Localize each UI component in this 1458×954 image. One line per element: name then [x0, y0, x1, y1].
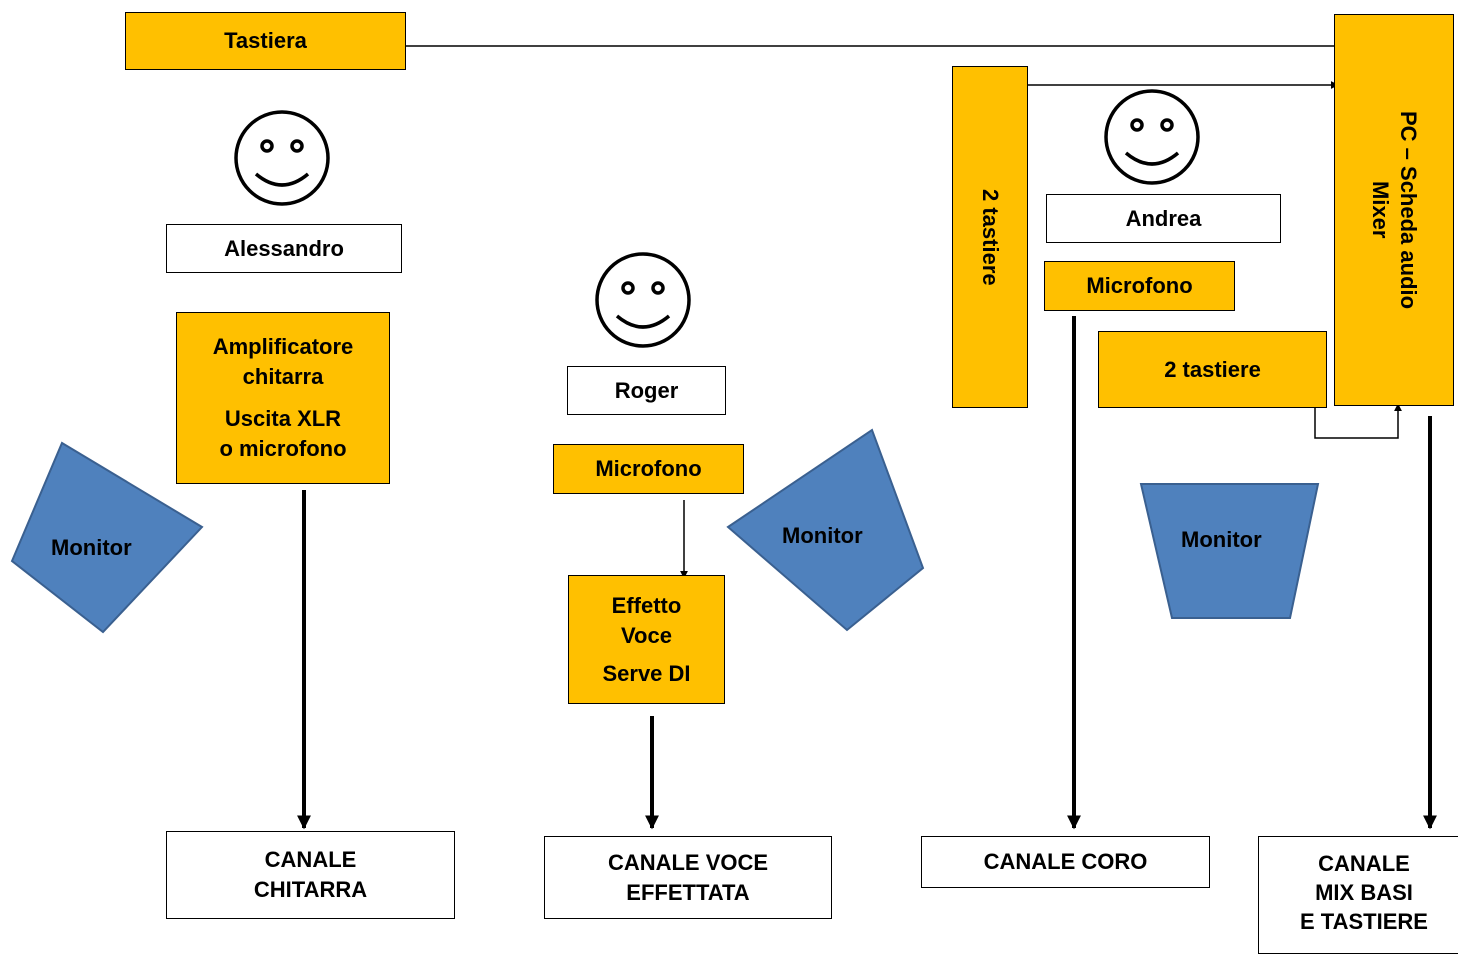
canale-coro-label: CANALE CORO — [983, 849, 1148, 874]
smiley-icon-roger — [595, 252, 691, 348]
microfono-andrea-label: Microfono — [1086, 273, 1193, 298]
monitor-left-shape — [10, 441, 204, 634]
canale-voce-line1: CANALE VOCE — [607, 849, 769, 875]
canale-voce-line2: EFFETTATA — [626, 879, 750, 905]
canale-coro-box: CANALE CORO — [921, 836, 1210, 888]
microfono-roger-label: Microfono — [595, 456, 702, 481]
microfono-roger-box: Microfono — [553, 444, 744, 494]
canale-chitarra-line2: CHITARRA — [253, 877, 368, 902]
due-tastiere-vertical-label: 2 tastiere — [978, 188, 1003, 286]
amp-line4: o microfono — [219, 436, 347, 461]
microfono-andrea-box: Microfono — [1044, 261, 1235, 311]
monitor-center-label: Monitor — [782, 523, 863, 548]
name-roger-label: Roger — [614, 377, 679, 403]
canale-mix-line2: MIX BASI — [1315, 880, 1413, 905]
amp-line1: Amplificatore — [212, 334, 354, 359]
arrow-2tastiere-to-pc-bottom — [1314, 403, 1402, 439]
canale-voce-box: CANALE VOCE EFFETTATA — [544, 836, 832, 919]
monitor-right-label: Monitor — [1181, 527, 1262, 552]
smiley-icon-alessandro — [234, 110, 330, 206]
pc-scheda-audio-box: PC – Scheda audio Mixer — [1334, 14, 1454, 406]
name-alessandro-label: Alessandro — [224, 235, 344, 261]
smiley-icon-andrea — [1104, 89, 1200, 185]
pc-label-line2: Mixer — [1368, 181, 1393, 239]
due-tastiere-label: 2 tastiere — [1164, 356, 1261, 382]
name-roger: Roger — [567, 366, 726, 415]
amplificatore-box: Amplificatore chitarra Uscita XLR o micr… — [176, 312, 390, 484]
canale-mix-line3: E TASTIERE — [1300, 909, 1428, 934]
canale-chitarra-box: CANALE CHITARRA — [166, 831, 455, 919]
name-andrea-label: Andrea — [1125, 205, 1202, 231]
canale-chitarra-line1: CANALE — [264, 847, 357, 872]
effetto-line2: Voce — [621, 622, 672, 648]
amp-line2: chitarra — [242, 364, 324, 389]
effetto-voce-box: Effetto Voce Serve DI — [568, 575, 725, 704]
amp-line3: Uscita XLR — [224, 406, 342, 431]
pc-label-line1: PC – Scheda audio — [1396, 110, 1421, 310]
monitor-left-label: Monitor — [51, 535, 132, 560]
monitor-right-shape — [1139, 483, 1320, 619]
due-tastiere-box: 2 tastiere — [1098, 331, 1327, 408]
effetto-line1: Effetto — [611, 592, 682, 618]
canale-mix-line1: CANALE — [1318, 851, 1410, 876]
effetto-line3: Serve DI — [602, 660, 691, 686]
name-alessandro: Alessandro — [166, 224, 402, 273]
name-andrea: Andrea — [1046, 194, 1281, 243]
monitor-center-shape — [726, 428, 925, 632]
tastiera-label: Tastiera — [224, 28, 307, 53]
tastiera-box: Tastiera — [125, 12, 406, 70]
due-tastiere-vertical-box: 2 tastiere — [952, 66, 1028, 408]
canale-mix-box: CANALE MIX BASI E TASTIERE — [1258, 836, 1458, 954]
